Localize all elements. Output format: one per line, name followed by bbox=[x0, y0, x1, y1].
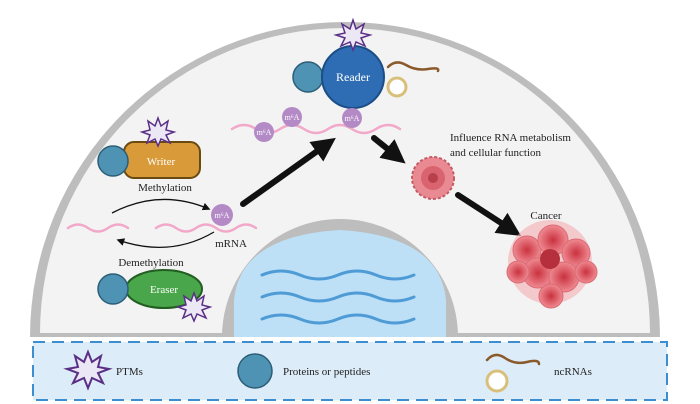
ncrna-strand-icon bbox=[485, 353, 541, 366]
legend-box bbox=[32, 341, 668, 401]
mrna-to-reader-arrow bbox=[240, 137, 336, 207]
demethylation-label: Demethylation bbox=[118, 257, 184, 269]
legend-proteins-label: Proteins or peptides bbox=[283, 366, 370, 378]
cancer-label: Cancer bbox=[530, 210, 561, 222]
m6a-mark bbox=[342, 108, 362, 128]
eraser-protein-icon bbox=[97, 273, 129, 305]
influence-label-line2: and cellular function bbox=[450, 147, 542, 159]
writer-complex: Writer bbox=[97, 115, 201, 179]
legend-ncrnas-label: ncRNAs bbox=[554, 366, 592, 378]
reader-to-effect-arrow bbox=[371, 135, 406, 164]
reader-ncrna-ring-icon bbox=[386, 76, 408, 98]
m6a-label: m⁶A bbox=[345, 114, 360, 123]
eraser-complex: Eraser bbox=[97, 269, 213, 323]
writer-protein-icon bbox=[97, 145, 129, 177]
m6a-mark bbox=[282, 107, 302, 127]
tumor-cell-icon bbox=[411, 156, 455, 200]
legend-ptms-label: PTMs bbox=[116, 366, 143, 378]
reader-complex: Reader bbox=[292, 17, 440, 109]
reader-ptm-icon bbox=[333, 17, 373, 53]
reader-label: Reader bbox=[336, 70, 370, 84]
nucleus-water-waves bbox=[260, 269, 416, 325]
lower-mrna: m⁶A bbox=[66, 204, 258, 233]
protein-legend-icon bbox=[237, 353, 273, 389]
writer-ptm-icon bbox=[139, 115, 177, 148]
ptm-legend-icon bbox=[63, 349, 113, 391]
m6a-mark bbox=[211, 204, 233, 226]
m6a-label: m⁶A bbox=[215, 211, 230, 220]
methylation-arrow bbox=[111, 198, 211, 214]
demethylation-arrow bbox=[116, 231, 215, 248]
legend-ptms: PTMs bbox=[63, 349, 143, 391]
upper-mrna: m⁶A m⁶A m⁶A bbox=[230, 107, 402, 142]
influence-label-line1: Influence RNA metabolism bbox=[450, 132, 571, 144]
m6a-label: m⁶A bbox=[257, 128, 272, 137]
reader-protein-icon bbox=[292, 61, 324, 93]
writer-label: Writer bbox=[147, 156, 176, 168]
cell-membrane bbox=[30, 22, 660, 337]
m6a-mark bbox=[254, 122, 274, 142]
legend-proteins: Proteins or peptides bbox=[237, 353, 370, 389]
eraser-ptm-icon bbox=[175, 290, 213, 323]
mrna-label: mRNA bbox=[215, 238, 247, 250]
m6a-label: m⁶A bbox=[285, 113, 300, 122]
eraser-label: Eraser bbox=[150, 284, 178, 296]
cancer-cluster-icon bbox=[506, 220, 598, 309]
ncrna-ring-icon bbox=[485, 369, 509, 393]
flow-arrows bbox=[240, 135, 522, 236]
nucleus bbox=[222, 219, 458, 337]
effect-to-cancer-arrow bbox=[455, 192, 522, 236]
reader-ncrna-strand-icon bbox=[386, 61, 440, 73]
legend-ncrnas: ncRNAs bbox=[485, 353, 592, 393]
methylation-label: Methylation bbox=[138, 182, 192, 194]
